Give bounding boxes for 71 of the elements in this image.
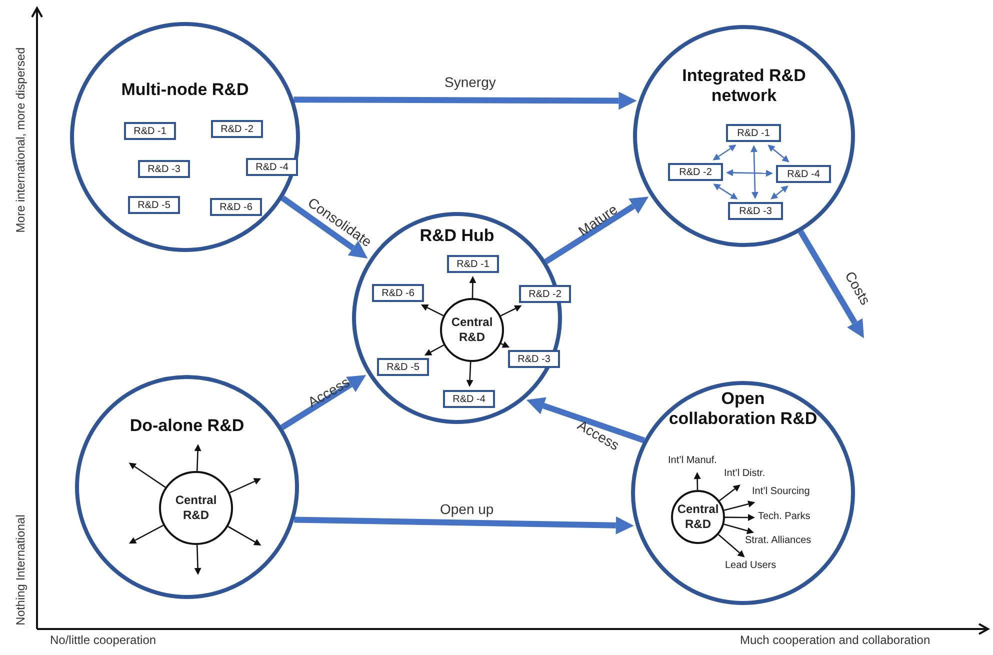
- rd-unit-box: R&D -1: [726, 124, 781, 142]
- arrow: [128, 524, 164, 544]
- edge-label: Synergy: [444, 74, 496, 90]
- double-arrow: [726, 169, 773, 177]
- arrow: [718, 534, 745, 558]
- rd-unit-box: R&D -4: [246, 158, 298, 176]
- arrow: [194, 444, 202, 472]
- arrow: [694, 472, 701, 490]
- rd-unit-box: R&D -4: [443, 390, 495, 408]
- rd-unit-box: R&D -2: [211, 120, 263, 138]
- partner-label: Int’l Sourcing: [752, 486, 830, 500]
- arrow: [719, 484, 740, 502]
- arrow: [280, 195, 368, 259]
- rd-unit-box: R&D -3: [508, 350, 560, 368]
- edge-label: Open up: [440, 501, 494, 517]
- double-arrow: [770, 186, 788, 200]
- stage-circle: [70, 22, 300, 252]
- arrow: [526, 397, 646, 444]
- double-arrow: [713, 184, 738, 200]
- arrow: [544, 196, 649, 264]
- partner-label: Int’l Manuf.: [668, 455, 726, 469]
- arrow: [128, 462, 166, 488]
- rd-unit-box: R&D -4: [776, 165, 831, 183]
- partner-label: Int’l Distr.: [724, 468, 782, 482]
- stage-circle: [75, 375, 299, 599]
- axis-label: No/little cooperation: [50, 633, 156, 647]
- arrow: [469, 276, 476, 298]
- arrow: [466, 362, 474, 387]
- stage-title: Integrated R&D network: [681, 66, 807, 107]
- axis-label: More international, more dispersed: [13, 47, 28, 233]
- stage-title: R&D Hub: [418, 226, 496, 246]
- stage-title: Open collaboration R&D: [668, 389, 818, 430]
- rd-unit-box: R&D -1: [447, 255, 499, 273]
- double-arrow: [712, 144, 736, 160]
- rd-unit-box: R&D -3: [138, 160, 190, 178]
- axis-label: Nothing International: [12, 514, 27, 626]
- arrow: [194, 544, 202, 575]
- arrow: [294, 92, 637, 110]
- arrow: [420, 304, 444, 316]
- partner-label: Lead Users: [725, 560, 787, 574]
- arrow: [724, 500, 756, 511]
- rd-unit-box: R&D -5: [377, 358, 429, 376]
- rd-unit-box: R&D -5: [128, 196, 180, 214]
- arrow: [798, 230, 864, 338]
- partner-label: Tech. Parks: [758, 511, 822, 525]
- double-arrow: [750, 145, 758, 199]
- arrow: [500, 305, 522, 316]
- central-rd-circle: Central R&D: [671, 490, 725, 544]
- stage-circle: [633, 25, 855, 247]
- arrow: [724, 524, 754, 534]
- rd-unit-box: R&D -6: [210, 198, 262, 216]
- rd-unit-box: R&D -1: [124, 122, 176, 140]
- axis-label: Much cooperation and collaboration: [740, 633, 930, 647]
- partner-label: Strat. Alliances: [745, 535, 829, 549]
- rd-unit-box: R&D -6: [372, 284, 424, 302]
- arrow: [280, 374, 366, 430]
- rd-unit-box: R&D -2: [668, 163, 723, 181]
- arrow: [725, 514, 755, 521]
- arrow: [228, 526, 262, 546]
- central-rd-circle: Central R&D: [440, 298, 504, 362]
- arrow: [229, 478, 262, 494]
- rd-unit-box: R&D -3: [728, 202, 783, 220]
- arrow: [424, 344, 444, 356]
- stage-title: Multi-node R&D: [120, 80, 250, 100]
- arrow: [294, 516, 634, 534]
- stage-title: Do-alone R&D: [128, 416, 246, 436]
- stage-circle: [631, 381, 855, 605]
- rd-unit-box: R&D -2: [519, 285, 571, 303]
- arrow: [500, 341, 510, 348]
- double-arrow: [768, 144, 790, 162]
- central-rd-circle: Central R&D: [159, 471, 233, 545]
